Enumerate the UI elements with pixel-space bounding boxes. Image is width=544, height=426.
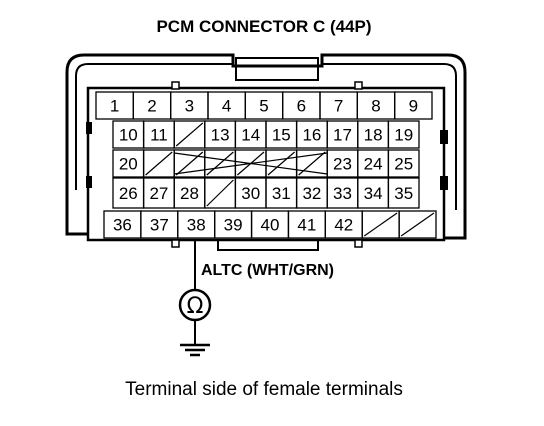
terminal-cell — [387, 177, 420, 209]
terminal-cell — [394, 91, 433, 120]
terminal-label: 16 — [302, 126, 321, 145]
terminal-label: 23 — [333, 155, 352, 174]
terminal-label: 20 — [119, 155, 138, 174]
ohmmeter-symbol: Ω — [187, 294, 204, 319]
terminal-label: 14 — [241, 126, 260, 145]
terminal-label: 42 — [334, 216, 353, 235]
terminal-label: 5 — [259, 97, 268, 116]
terminal-label: 19 — [394, 126, 413, 145]
diagram-title: PCM CONNECTOR C (44P) — [156, 17, 371, 36]
terminal-label: 35 — [394, 184, 413, 203]
terminal-label: 40 — [261, 216, 280, 235]
terminal-label: 28 — [180, 184, 199, 203]
wire-label: ALTC (WHT/GRN) — [201, 262, 334, 279]
unused-slash — [206, 151, 234, 176]
blank-cross-line — [174, 152, 328, 175]
connector-housing — [65, 53, 467, 251]
terminal-label: 26 — [119, 184, 138, 203]
terminal-label: 41 — [297, 216, 316, 235]
terminal-label: 36 — [113, 216, 132, 235]
terminal-label: 1 — [110, 97, 119, 116]
terminal-label: 10 — [119, 126, 138, 145]
unused-slash — [175, 122, 204, 147]
terminal-label: 18 — [364, 126, 383, 145]
terminal-label: 25 — [394, 155, 413, 174]
terminal-cell — [387, 149, 420, 178]
unused-slash — [206, 179, 234, 207]
terminal-label: 17 — [333, 126, 352, 145]
terminal-label: 31 — [272, 184, 291, 203]
terminal-label: 11 — [150, 126, 168, 145]
terminal-label: 37 — [150, 216, 169, 235]
terminal-label: 9 — [409, 97, 418, 116]
diagram-caption: Terminal side of female terminals — [125, 379, 403, 400]
terminal-label: 24 — [364, 155, 383, 174]
terminal-label: 33 — [333, 184, 352, 203]
terminal-label: 38 — [187, 216, 206, 235]
terminal-label: 27 — [149, 184, 168, 203]
terminal-label: 2 — [147, 97, 156, 116]
terminal-label: 3 — [185, 97, 194, 116]
terminal-label: 7 — [334, 97, 343, 116]
unused-slash — [267, 151, 295, 176]
terminal-cell-unused — [398, 210, 437, 239]
unused-slash — [145, 151, 173, 176]
terminal-label: 8 — [371, 97, 380, 116]
terminal-label: 4 — [222, 97, 231, 116]
terminal-label: 32 — [302, 184, 321, 203]
terminal-cell — [387, 120, 420, 149]
terminal-label: 39 — [224, 216, 243, 235]
unused-slash — [363, 212, 398, 237]
unused-slash — [400, 212, 435, 237]
terminal-label: 6 — [297, 97, 306, 116]
terminal-label: 34 — [364, 184, 383, 203]
terminal-label: 13 — [211, 126, 230, 145]
terminal-label: 30 — [241, 184, 260, 203]
terminal-label: 15 — [272, 126, 291, 145]
probe-wire: Ω — [178, 240, 212, 357]
